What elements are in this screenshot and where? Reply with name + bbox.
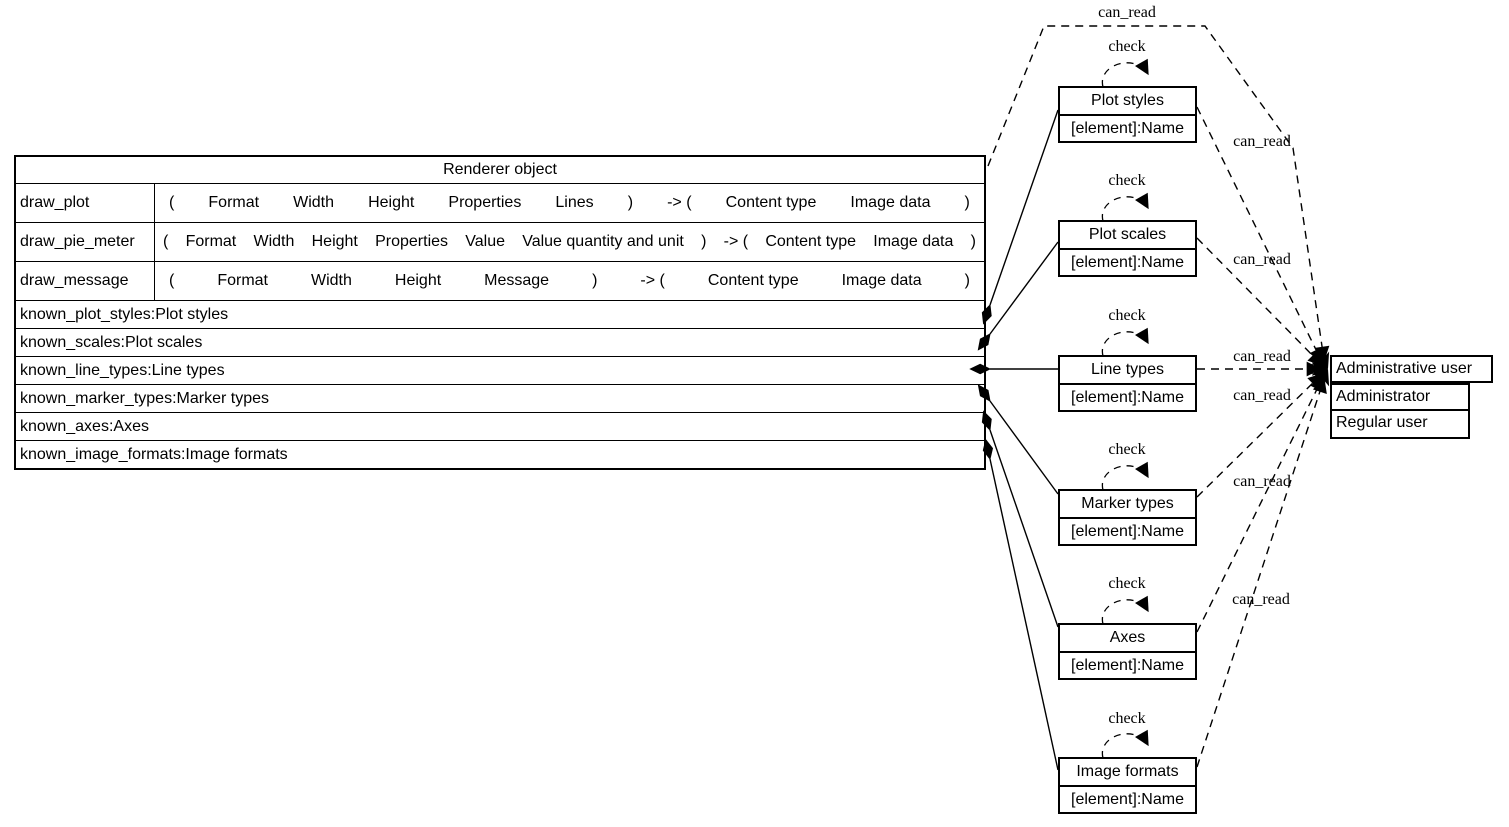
method-name: draw_pie_meter	[16, 223, 155, 261]
entity-attribute: [element]:Name	[1060, 651, 1195, 678]
entity-title: Line types	[1091, 361, 1164, 378]
sig-token: Content type	[765, 233, 857, 250]
sig-token: Content type	[707, 272, 799, 289]
sig-token: Image data	[850, 194, 931, 211]
sig-token: Format	[208, 194, 260, 211]
user-node-row-administrator: Administrator	[1330, 383, 1470, 411]
sig-token: Lines	[555, 194, 594, 211]
edge-label-can-read: can_read	[1233, 387, 1291, 404]
method-name: draw_message	[16, 262, 155, 300]
sig-token: Width	[311, 272, 352, 289]
sig-token: )	[701, 233, 707, 250]
method-signature: ( Format Width Height Properties Lines )…	[155, 184, 984, 222]
edge-label-check: check	[1108, 575, 1146, 592]
method-row-draw-pie-meter: draw_pie_meter ( Format Width Height Pro…	[16, 222, 984, 261]
sig-token: Message	[484, 272, 550, 289]
attribute-known-line-types: known_line_types:Line types	[16, 356, 984, 384]
edge-label-can-read: can_read	[1233, 251, 1291, 268]
sig-token: Properties	[375, 233, 449, 250]
method-row-draw-message: draw_message ( Format Width Height Messa…	[16, 261, 984, 300]
edge-known-marker-types	[977, 384, 1059, 495]
sig-token: Content type	[725, 194, 817, 211]
edge-can-read-image-formats	[1196, 377, 1327, 768]
entity-line-types: Line types [element]:Name	[1058, 355, 1197, 412]
attribute-known-marker-types: known_marker_types:Marker types	[16, 384, 984, 412]
sig-token: (	[169, 272, 175, 289]
edge-known-scales	[977, 241, 1059, 351]
edge-label-can-read: can_read	[1233, 133, 1291, 150]
edge-label-can-read: can_read	[1098, 4, 1156, 21]
user-node-row-regular-user: Regular user	[1330, 411, 1470, 439]
renderer-object-node: Renderer object draw_plot ( Format Width…	[14, 155, 986, 470]
entity-title: Plot scales	[1088, 226, 1167, 243]
edge-check-image-formats	[1101, 729, 1149, 759]
edge-check-plot-styles	[1101, 58, 1149, 88]
entity-plot-scales: Plot scales [element]:Name	[1058, 220, 1197, 277]
method-row-draw-plot: draw_plot ( Format Width Height Properti…	[16, 183, 984, 222]
attribute-known-axes: known_axes:Axes	[16, 412, 984, 440]
method-name: draw_plot	[16, 184, 155, 222]
entity-title: Axes	[1109, 629, 1146, 646]
edge-can-read-renderer	[987, 25, 1330, 362]
sig-token: )	[592, 272, 598, 289]
sig-token: Value quantity and unit	[522, 233, 684, 250]
entity-title: Image formats	[1076, 763, 1179, 780]
attribute-known-image-formats: known_image_formats:Image formats	[16, 440, 984, 468]
edge-label-can-read: can_read	[1233, 348, 1291, 365]
edge-check-axes	[1101, 595, 1149, 625]
edge-label-check: check	[1108, 441, 1146, 458]
sig-token: -> (	[667, 194, 692, 211]
edge-label-can-read: can_read	[1232, 591, 1290, 608]
sig-token: -> (	[640, 272, 665, 289]
sig-token: Height	[394, 272, 442, 289]
sig-token: (	[163, 233, 169, 250]
method-signature: ( Format Width Height Message ) -> ( Con…	[155, 262, 984, 300]
entity-marker-types: Marker types [element]:Name	[1058, 489, 1197, 546]
entity-title: Plot styles	[1091, 92, 1164, 109]
edge-check-line-types	[1101, 327, 1149, 357]
sig-token: Width	[253, 233, 295, 250]
sig-token: Value	[465, 233, 505, 250]
composition-edges	[969, 109, 1059, 771]
entity-plot-styles: Plot styles [element]:Name	[1058, 86, 1197, 143]
renderer-title: Renderer object	[443, 161, 557, 178]
edge-label-check: check	[1108, 172, 1146, 189]
sig-token: )	[964, 194, 970, 211]
edge-known-axes	[981, 410, 1059, 628]
edge-check-plot-scales	[1101, 192, 1149, 222]
entity-attribute: [element]:Name	[1060, 517, 1195, 544]
attribute-known-scales: known_scales:Plot scales	[16, 328, 984, 356]
sig-token: )	[627, 194, 634, 211]
edge-label-check: check	[1108, 38, 1146, 55]
sig-token: Image data	[841, 272, 922, 289]
sig-token: Height	[368, 194, 415, 211]
method-signature: ( Format Width Height Properties Value V…	[155, 223, 984, 261]
sig-token: Format	[185, 233, 237, 250]
edge-label-check: check	[1108, 710, 1146, 727]
sig-token: Format	[217, 272, 268, 289]
sig-token: Width	[293, 194, 335, 211]
sig-token: Image data	[873, 233, 954, 250]
entity-title: Marker types	[1081, 495, 1174, 512]
edge-known-plot-styles	[981, 109, 1059, 325]
entity-attribute: [element]:Name	[1060, 383, 1195, 410]
entity-attribute: [element]:Name	[1060, 248, 1195, 275]
user-node-title: Administrative user	[1330, 355, 1493, 383]
edge-check-marker-types	[1101, 461, 1149, 491]
edge-label-check: check	[1108, 307, 1146, 324]
sig-token: Height	[311, 233, 358, 250]
sig-token: Properties	[448, 194, 522, 211]
sig-token: (	[169, 194, 175, 211]
entity-attribute: [element]:Name	[1060, 785, 1195, 812]
sig-token: )	[964, 272, 970, 289]
sig-token: )	[970, 233, 976, 250]
edge-label-can-read: can_read	[1233, 473, 1291, 490]
entity-image-formats: Image formats [element]:Name	[1058, 757, 1197, 814]
attribute-known-plot-styles: known_plot_styles:Plot styles	[16, 300, 984, 328]
sig-token: -> (	[723, 233, 749, 250]
entity-axes: Axes [element]:Name	[1058, 623, 1197, 680]
edge-known-image-formats	[982, 438, 1059, 771]
entity-attribute: [element]:Name	[1060, 114, 1195, 141]
